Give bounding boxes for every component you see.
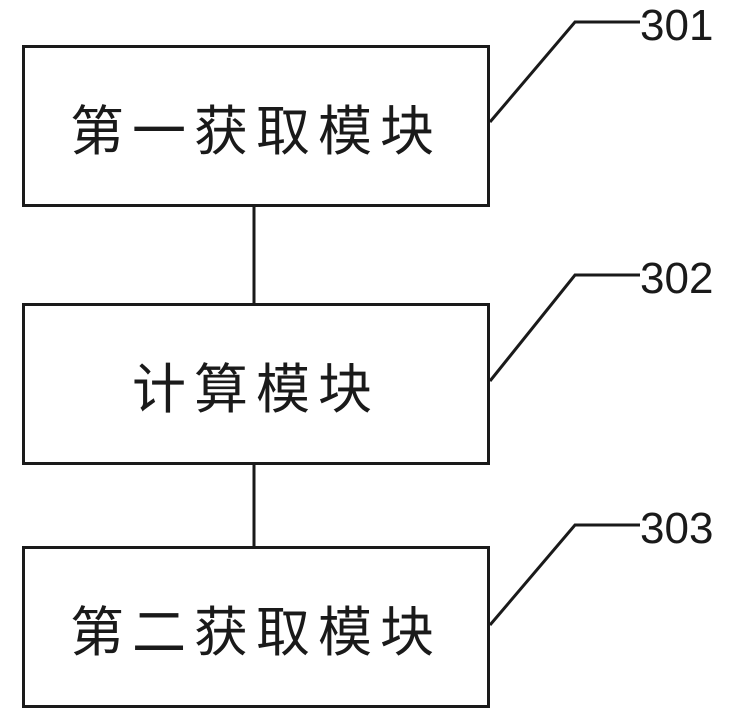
- leader-line-301: [490, 22, 640, 122]
- ref-number-302: 302: [640, 257, 713, 301]
- leader-line-303: [490, 525, 640, 625]
- module-box-first-acquisition: 第一获取模块: [22, 45, 490, 207]
- leader-line-302: [490, 275, 640, 381]
- module-label: 第二获取模块: [70, 588, 442, 667]
- ref-number-301: 301: [640, 4, 713, 48]
- module-box-second-acquisition: 第二获取模块: [22, 546, 490, 708]
- ref-number-303: 303: [640, 507, 713, 551]
- module-label: 计算模块: [132, 345, 380, 424]
- module-label: 第一获取模块: [70, 87, 442, 166]
- module-box-calculation: 计算模块: [22, 303, 490, 465]
